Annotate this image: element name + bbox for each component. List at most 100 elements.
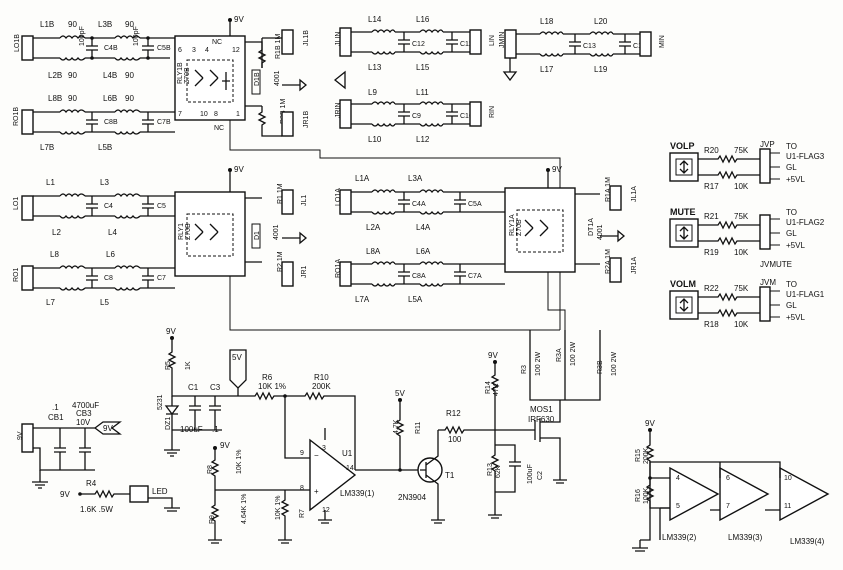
label-r3bv: 100 2W [611,351,618,376]
label-min: MIN [659,35,666,48]
label-r-top-2: R22 [704,284,719,293]
switch-mute[interactable] [669,218,699,248]
label-l7: L7 [46,298,55,307]
label-r10: R10 [314,373,329,382]
label-c7: C7 [157,275,166,282]
label-l13: L13 [368,63,382,72]
label-l2: L2 [52,228,61,237]
label-l1: L1 [46,178,55,187]
label-rly1a: RLY1A [509,214,516,236]
label-r15: R15 [635,449,642,462]
pin-lm2-5: 5 [676,503,680,510]
connector-lo1b [21,35,34,61]
pin-4b: 4 [205,47,209,54]
label-r-top-1: R21 [704,212,719,221]
label-z70b-b: Z70B [184,67,191,84]
inductor-l1b [59,35,86,40]
label-r3: R3 [521,365,528,374]
label-r14v: 47K [493,383,500,396]
label-cb3v: 4700uF [72,401,99,410]
label-c10: C10 [460,113,473,120]
label-rly1: RLY1 [178,223,185,240]
label-l2a: L2A [366,223,381,232]
label-flag-0: U1-FLAG3 [786,152,825,161]
label-9v-flag: 9V [103,424,113,433]
pin-u1-9: 9 [300,450,304,457]
connector-min [639,31,652,57]
u1-plus: + [314,487,319,496]
label-l1b: L1B [40,20,54,29]
label-r16: R16 [635,489,642,502]
label-l1a: L1A [355,174,370,183]
connector-jlin [339,27,352,57]
pin-u1-3: 3 [322,445,326,452]
label-r1: R1 1M [277,183,284,204]
label-r7: R7 [299,509,306,518]
label-l3a: L3A [408,174,423,183]
label-5v-flag: 5V [232,353,242,362]
label-l7a: L7A [355,295,370,304]
label-r3b: R3B [597,360,604,374]
label-lo1a: LO1A [335,188,342,206]
pin-10b: 10 [200,111,208,118]
label-l12: L12 [416,135,430,144]
label-l4a: L4A [416,223,431,232]
label-jr1b: JR1B [303,111,310,128]
label-r3a: R3A [556,348,563,362]
label-r9: R9 [209,515,216,524]
label-r-bot-0: R17 [704,182,719,191]
label-l6a: L6A [416,247,431,256]
label-irf630: IRF630 [528,415,555,424]
label-ro1a: RO1A [335,259,342,278]
connector-ro1b [21,109,34,135]
label-2n3904: 2N3904 [398,493,427,502]
label-r6v: 10K 1% [258,382,286,391]
label-lm339-2: LM339(2) [662,533,697,542]
pin-6b: 6 [178,47,182,54]
switch-volm[interactable] [669,290,699,320]
connector-jr1b [281,111,294,137]
connector-jl1a [609,185,622,211]
label-r11v: 4.7K [393,419,400,434]
label-l18: L18 [540,17,554,26]
label-c7b: C7B [157,119,171,126]
label-pwr-1: +5VL [786,241,805,250]
led-indicator [129,485,149,503]
label-lo1b: LO1B [14,34,21,52]
label-c3v: .1 [212,425,219,434]
label-gl-2: GL [786,301,797,310]
label-z70b-a: Z70B [516,219,523,236]
label-d1: D1 [254,231,261,240]
connector-jr1 [281,261,294,287]
label-c11: C11 [460,41,472,48]
comparator-u1 [309,438,357,512]
label-cb3v2: 10V [76,418,91,427]
label-mos1: MOS1 [530,405,553,414]
label-c1: C1 [188,383,199,392]
label-c5a: C5A [468,201,482,208]
label-jl1: JL1 [301,195,308,206]
label-l3b: L3B [98,20,112,29]
connector-jl1 [281,189,294,215]
label-c9: C9 [412,113,421,120]
label-r16v: 100K [643,487,650,504]
label-c8a: C8A [412,273,426,280]
connector-9v-power [21,423,34,453]
label-c-b2: 100pF [133,26,140,46]
label-lm339-4: LM339(4) [790,537,825,546]
label-r6: R6 [262,373,273,382]
label-r-bot-val-0: 10K [734,182,749,191]
label-ro1b: RO1B [13,107,20,126]
pin-lm2-4: 4 [676,475,680,482]
label-9v-jack: 9V [17,431,24,440]
label-lin: LIN [489,35,496,46]
label-r-bot-1: R19 [704,248,719,257]
label-l2b-val: 90 [68,71,77,80]
relay-bank-main: LO1 RO1 L1 L3 L2 L4 C4 C5 L8 L6 L7 L5 C8… [13,120,561,331]
label-9v-r8: 9V [220,441,230,450]
label-l8b: L8B [48,94,62,103]
label-jrin: JRIN [335,102,342,118]
pin-u1-8: 8 [300,485,304,492]
comparator-bank: 9V R15 200K R16 100K 4 5 6 7 10 11 LM339… [632,419,830,552]
